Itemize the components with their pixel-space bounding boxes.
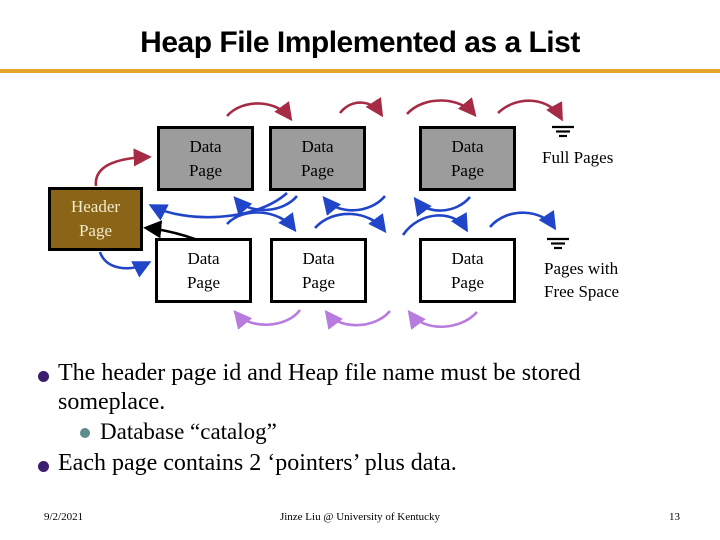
arrow-free1-to-free2 [226, 211, 297, 233]
free-pages-backward-arrows [233, 309, 478, 330]
arrow-full1-to-header [148, 192, 288, 221]
arrow-gap-to-full3 [406, 97, 477, 118]
arrow-gap-to-free2-back [324, 309, 391, 330]
data-page-free-3: Data Page [419, 238, 516, 303]
arrow-full3-to-ground [497, 99, 563, 122]
arrow-free3-to-gap-back [407, 309, 478, 330]
data-page-free-2: Data Page [270, 238, 367, 303]
footer-page-number: 13 [669, 511, 680, 523]
ground-symbol-full-pages [552, 125, 574, 138]
slide-title: Heap File Implemented as a List [140, 26, 580, 59]
data-page-free-1: Data Page [155, 238, 252, 303]
bullet-item-1-sub: Database “catalog” [100, 419, 277, 444]
bullet-item-1: The header page id and Heap file name mu… [58, 360, 581, 415]
arrow-full1-to-full2 [226, 101, 293, 122]
ground-symbol-free-pages [547, 237, 569, 250]
arrow-free2-to-free1 [233, 309, 302, 330]
title-divider [0, 69, 720, 73]
data-page-full-3: Data Page [419, 126, 516, 191]
footer-credit: Jinze Liu @ University of Kentucky [279, 511, 441, 523]
full-pages-label: Full Pages [542, 148, 614, 167]
data-page-full-1: Data Page [157, 126, 254, 191]
bullet-icon-level2 [80, 428, 90, 438]
header-page-box: Header Page [48, 187, 143, 251]
arrow-free3-to-ground [489, 210, 557, 231]
arrow-gap-to-free3 [401, 212, 468, 236]
arrow-free2-to-gap [314, 212, 387, 234]
arrow-full3gap-to-full2 [322, 195, 386, 216]
bullet-item-2: Each page contains 2 ‘pointers’ plus dat… [58, 450, 457, 476]
arrow-header-to-free1 [98, 251, 152, 278]
arrow-gap-to-full3-back [413, 196, 472, 217]
data-page-full-2: Data Page [269, 126, 366, 191]
arrow-full2-to-gap [338, 97, 384, 118]
bullet-icon-level1 [38, 461, 49, 472]
arrow-full2-to-full1 [233, 195, 299, 216]
free-pages-label: Pages with Free Space [544, 259, 620, 301]
footer-date: 9/2/2021 [44, 511, 84, 523]
arrow-header-to-full1 [94, 148, 152, 187]
bullet-icon-level1 [38, 371, 49, 382]
full-pages-backward-arrows [148, 192, 472, 221]
